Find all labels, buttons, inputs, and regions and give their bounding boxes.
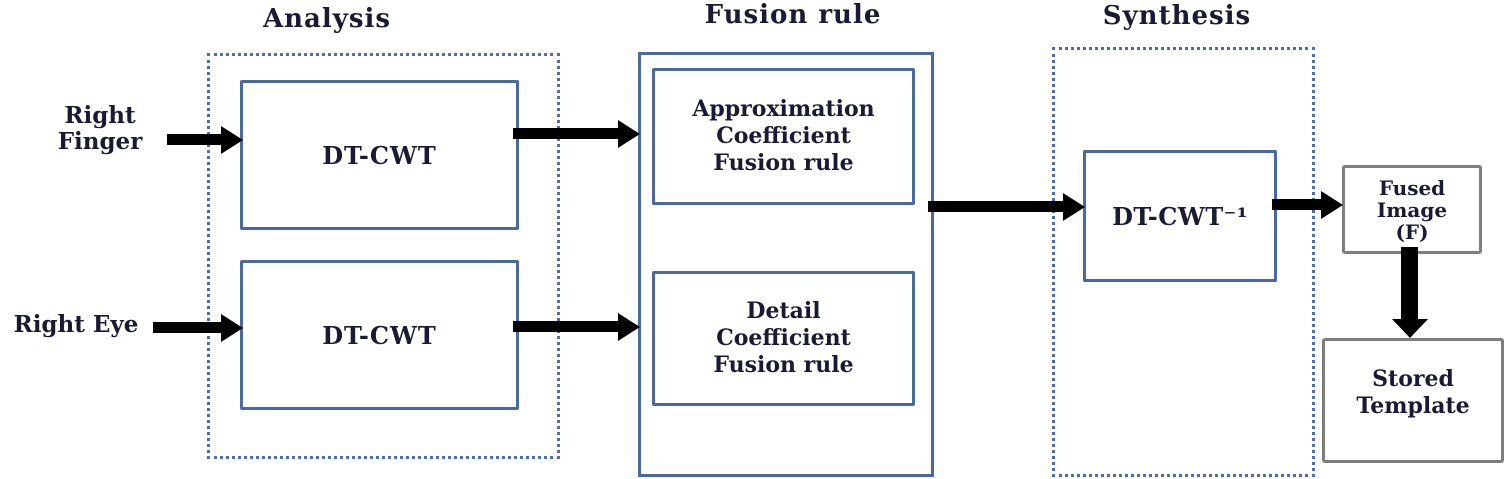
right-eye-arrow (153, 314, 243, 342)
arrow-head-icon (1063, 193, 1085, 221)
right-eye-input-label: Right Eye (13, 311, 139, 338)
inverse-dtcwt-box: DT-CWT⁻¹ (1083, 150, 1277, 282)
arrow-shaft (167, 134, 223, 145)
box-label: DT-CWT (322, 320, 437, 350)
analysis-dotted-frame (207, 53, 560, 459)
fused-image-box: Fused Image (F) (1342, 165, 1482, 254)
arrow-head-icon (618, 120, 640, 148)
arrow-head-icon (221, 126, 243, 154)
dtcwt-finger-box: DT-CWT (240, 80, 519, 230)
right-finger-arrow (167, 126, 243, 154)
synthesis-stage-title: Synthesis (1102, 1, 1252, 31)
arrow-shaft (1272, 199, 1323, 210)
approximation-coefficient-fusion-rule-box: Approximation Coefficient Fusion rule (652, 68, 915, 205)
box-label: Detail Coefficient Fusion rule (713, 298, 854, 378)
dtcwt-eye-output-arrow (513, 313, 640, 341)
arrow-head-icon (1392, 319, 1428, 338)
arrow-shaft (928, 201, 1065, 212)
analysis-stage-title: Analysis (262, 4, 392, 34)
inverse-dtcwt-output-arrow (1272, 191, 1343, 219)
arrow-shaft (513, 128, 620, 139)
box-label: Approximation Coefficient Fusion rule (692, 96, 875, 176)
detail-coefficient-fusion-rule-box: Detail Coefficient Fusion rule (652, 271, 915, 406)
right-finger-input-label: Right Finger (57, 102, 143, 155)
box-label: Stored Template (1356, 365, 1470, 419)
arrow-shaft (1401, 247, 1418, 321)
fusion-to-synthesis-arrow (928, 193, 1085, 221)
arrow-head-icon (221, 314, 243, 342)
dtcwt-eye-box: DT-CWT (240, 260, 519, 410)
arrow-head-icon (618, 313, 640, 341)
fusion-rule-stage-title: Fusion rule (704, 0, 882, 30)
stored-template-box: Stored Template (1322, 338, 1504, 463)
fused-image-to-stored-template-arrow (1392, 247, 1428, 338)
box-label: DT-CWT⁻¹ (1112, 201, 1248, 231)
box-label: DT-CWT (322, 140, 437, 170)
arrow-shaft (153, 322, 223, 333)
arrow-head-icon (1321, 191, 1343, 219)
box-label: Fused Image (F) (1376, 175, 1448, 244)
dtcwt-finger-output-arrow (513, 120, 640, 148)
synthesis-dotted-frame (1052, 47, 1315, 477)
arrow-shaft (513, 321, 620, 332)
